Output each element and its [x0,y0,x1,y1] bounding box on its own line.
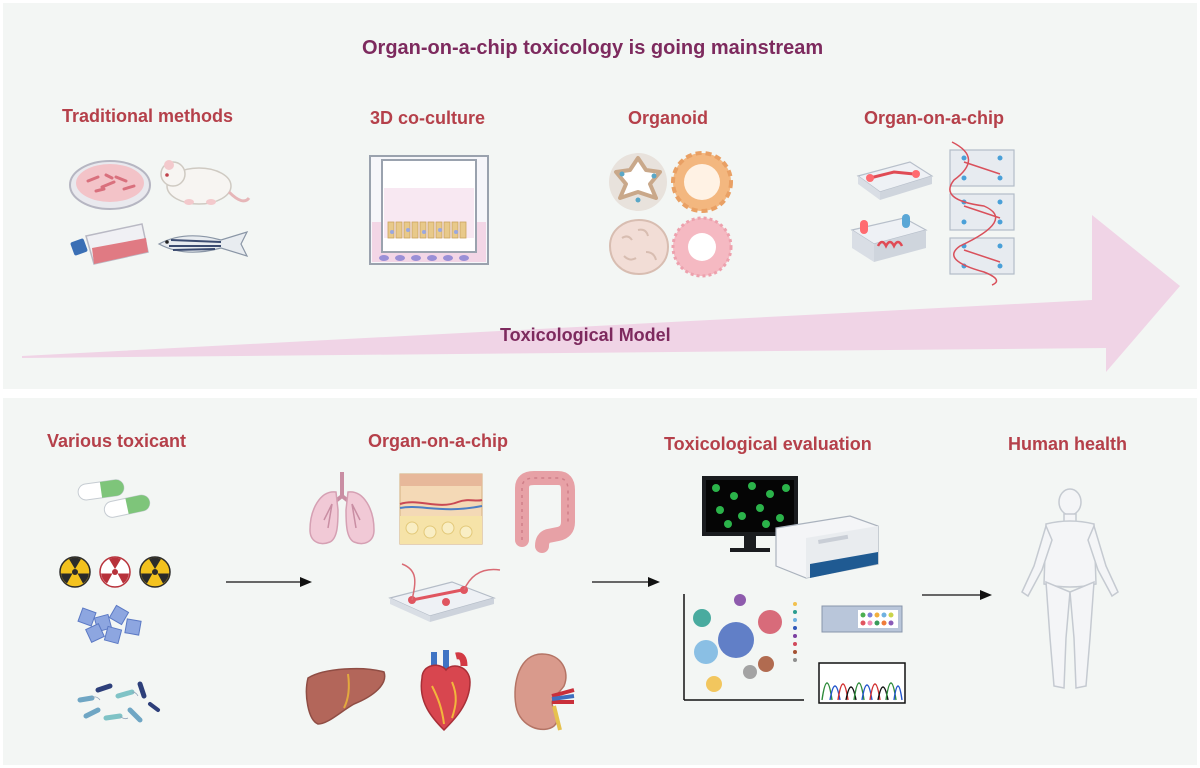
bacteria-icon [77,681,160,723]
organ-chip-device-icon [388,563,501,622]
arrow-label: Toxicological Model [500,325,671,345]
stage-label-3d-coculture: 3D co-culture [370,108,486,128]
organoid-icon-4 [671,216,733,278]
toxicological-model-arrow [22,215,1180,372]
skin-tissue-icon [399,473,483,545]
assay-cartridge-icon [821,605,903,633]
stage-label-organ-on-chip: Organ-on-a-chip [864,108,1004,128]
organoid-icon-1 [609,153,667,211]
plot-legend-icon [793,602,797,662]
flow-arrow-3 [922,590,992,600]
stage-label-organoid: Organoid [628,108,708,128]
microfluidic-chip-icon-2 [850,214,928,262]
flow-arrow-1 [226,577,312,587]
heart-icon [420,650,471,732]
step-label-human-health: Human health [1008,434,1128,454]
fluorescence-monitor-icon [702,476,798,552]
transwell-insert-icon [369,155,489,265]
culture-flask-icon [70,223,149,265]
human-body-icon [1021,488,1119,689]
mouse-icon [160,160,251,205]
step-label-evaluation: Toxicological evaluation [664,434,872,454]
plate-reader-icon [775,515,879,579]
crystal-particles-icon [77,604,142,645]
petri-dish-icon [69,160,151,210]
liver-icon [305,667,386,725]
colon-icon [515,471,575,553]
microfluidic-chip-icon-1 [856,161,934,200]
step-label-toxicant: Various toxicant [47,431,187,451]
zebrafish-icon [157,231,249,257]
clustering-plot-icon [683,594,804,701]
pill-capsules-icon [77,479,151,518]
organoid-icon-2 [671,151,733,213]
sequencing-chromatogram-icon [818,662,906,704]
organoid-icon-3 [608,218,670,276]
chip-array-icon [949,141,1015,286]
lungs-icon [309,472,375,545]
page-title: Organ-on-a-chip toxicology is going main… [362,37,824,59]
kidney-icon [514,653,575,731]
flow-arrow-2 [592,577,660,587]
stage-label-traditional: Traditional methods [62,106,234,126]
radiation-hazard-icon [59,556,171,588]
step-label-organ-on-chip: Organ-on-a-chip [368,431,508,451]
